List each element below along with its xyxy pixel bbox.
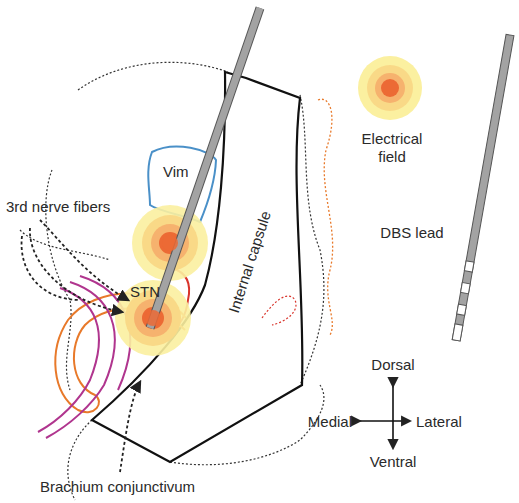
structure-label: Vim (163, 163, 189, 181)
orientation-compass (360, 386, 410, 448)
structure-label: STN (130, 283, 160, 301)
tract-line (38, 288, 99, 432)
brain-outline (300, 95, 324, 385)
brain-outline (20, 62, 228, 390)
orange-dotted-outline (318, 99, 333, 335)
direction-label: Dorsal (371, 356, 414, 374)
direction-label: Lateral (416, 413, 462, 431)
tract-line (46, 282, 115, 438)
tract-label: Brachium conjunctivum (40, 478, 195, 496)
brachium-arrow (120, 382, 140, 472)
legend-text: DBS lead (380, 224, 443, 242)
nerve-fiber-arrow (22, 236, 80, 300)
legend-text: Electrical field (352, 130, 432, 166)
nerve-fiber-arrow (40, 220, 128, 300)
structure-label: Internal capsule (225, 209, 275, 315)
direction-label: Medial (308, 413, 352, 431)
direction-label: Ventral (370, 453, 417, 471)
red-dotted-outline (262, 296, 296, 325)
legend-lead-sample (452, 34, 514, 341)
internal-capsule-outline (92, 72, 302, 462)
electrical-field (115, 280, 191, 356)
legend-field-sample (358, 56, 422, 120)
tract-label: 3rd nerve fibers (6, 198, 110, 216)
